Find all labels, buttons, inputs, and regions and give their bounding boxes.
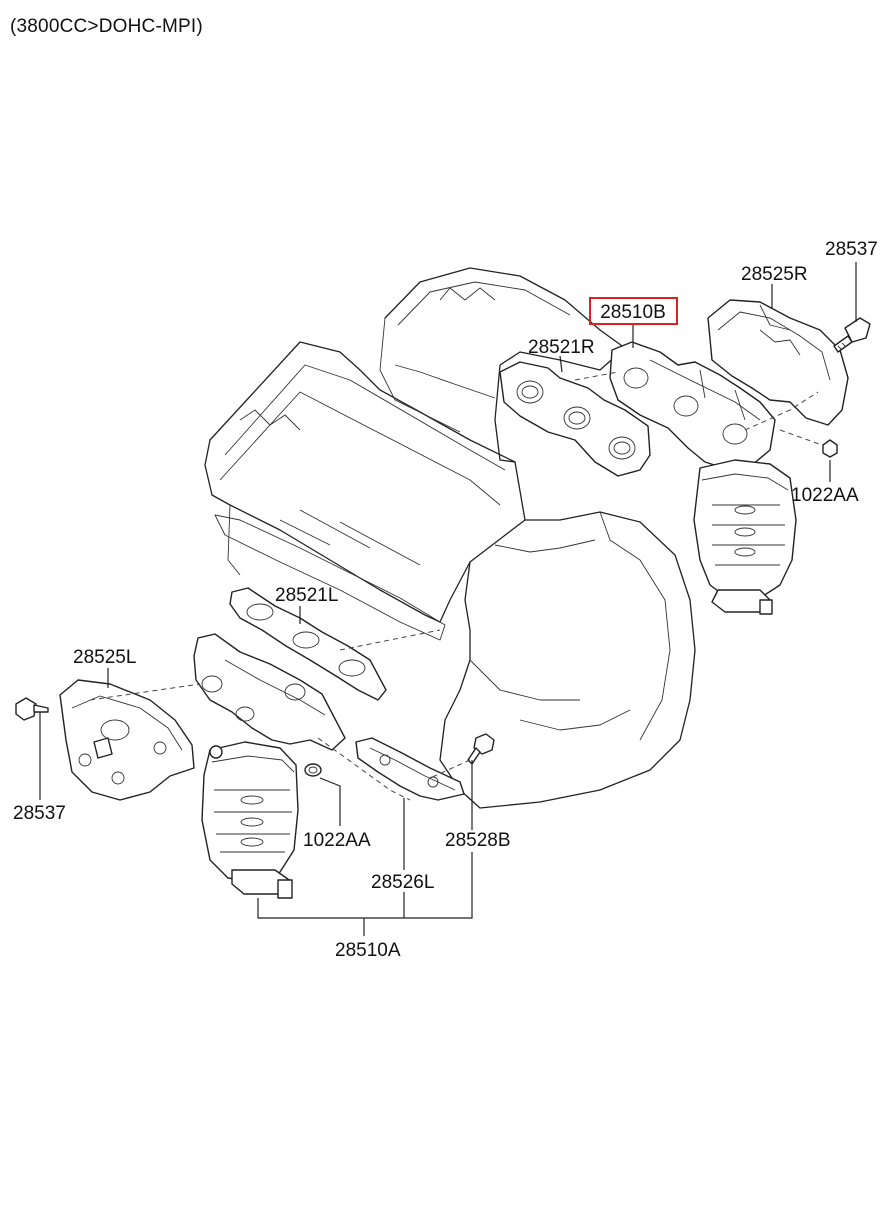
gasket-28521R	[499, 361, 651, 477]
label-1022AA-right[interactable]: 1022AA	[791, 485, 859, 506]
label-28510A[interactable]: 28510A	[335, 940, 401, 961]
catalytic-converter-left	[201, 741, 299, 899]
catalytic-converter-right	[693, 459, 797, 615]
label-28528B[interactable]: 28528B	[445, 830, 511, 851]
highlight-box-28510B	[589, 297, 678, 325]
bolt-28528B	[467, 733, 495, 765]
label-28521L[interactable]: 28521L	[275, 585, 338, 606]
leader-lines	[39, 262, 857, 936]
label-28525L[interactable]: 28525L	[73, 647, 136, 668]
bolt-28537-left	[15, 697, 49, 721]
label-28526L[interactable]: 28526L	[371, 872, 434, 893]
engine-block	[204, 267, 696, 809]
label-28510B[interactable]: 28510B	[600, 302, 666, 323]
heat-shield-28525L	[59, 679, 195, 801]
label-28525R[interactable]: 28525R	[741, 264, 808, 285]
label-28537-right[interactable]: 28537	[825, 239, 878, 260]
part-labels: 28510B 28521R 28525R 28537 1022AA 28521L…	[13, 239, 878, 961]
bracket-28526L	[355, 737, 465, 801]
nut-1022AA-right	[822, 439, 838, 458]
bolt-28537-right	[833, 317, 871, 353]
label-28537-left[interactable]: 28537	[13, 803, 66, 824]
label-28521R[interactable]: 28521R	[528, 337, 595, 358]
label-1022AA-left[interactable]: 1022AA	[303, 830, 371, 851]
manifold-28510B	[609, 341, 776, 471]
manifold-28510A-left	[193, 633, 346, 751]
gasket-28521L	[229, 587, 387, 701]
heat-shield-28525R	[707, 299, 849, 426]
nut-1022AA-left	[304, 763, 322, 777]
diagram-header: (3800CC>DOHC-MPI)	[10, 16, 203, 37]
